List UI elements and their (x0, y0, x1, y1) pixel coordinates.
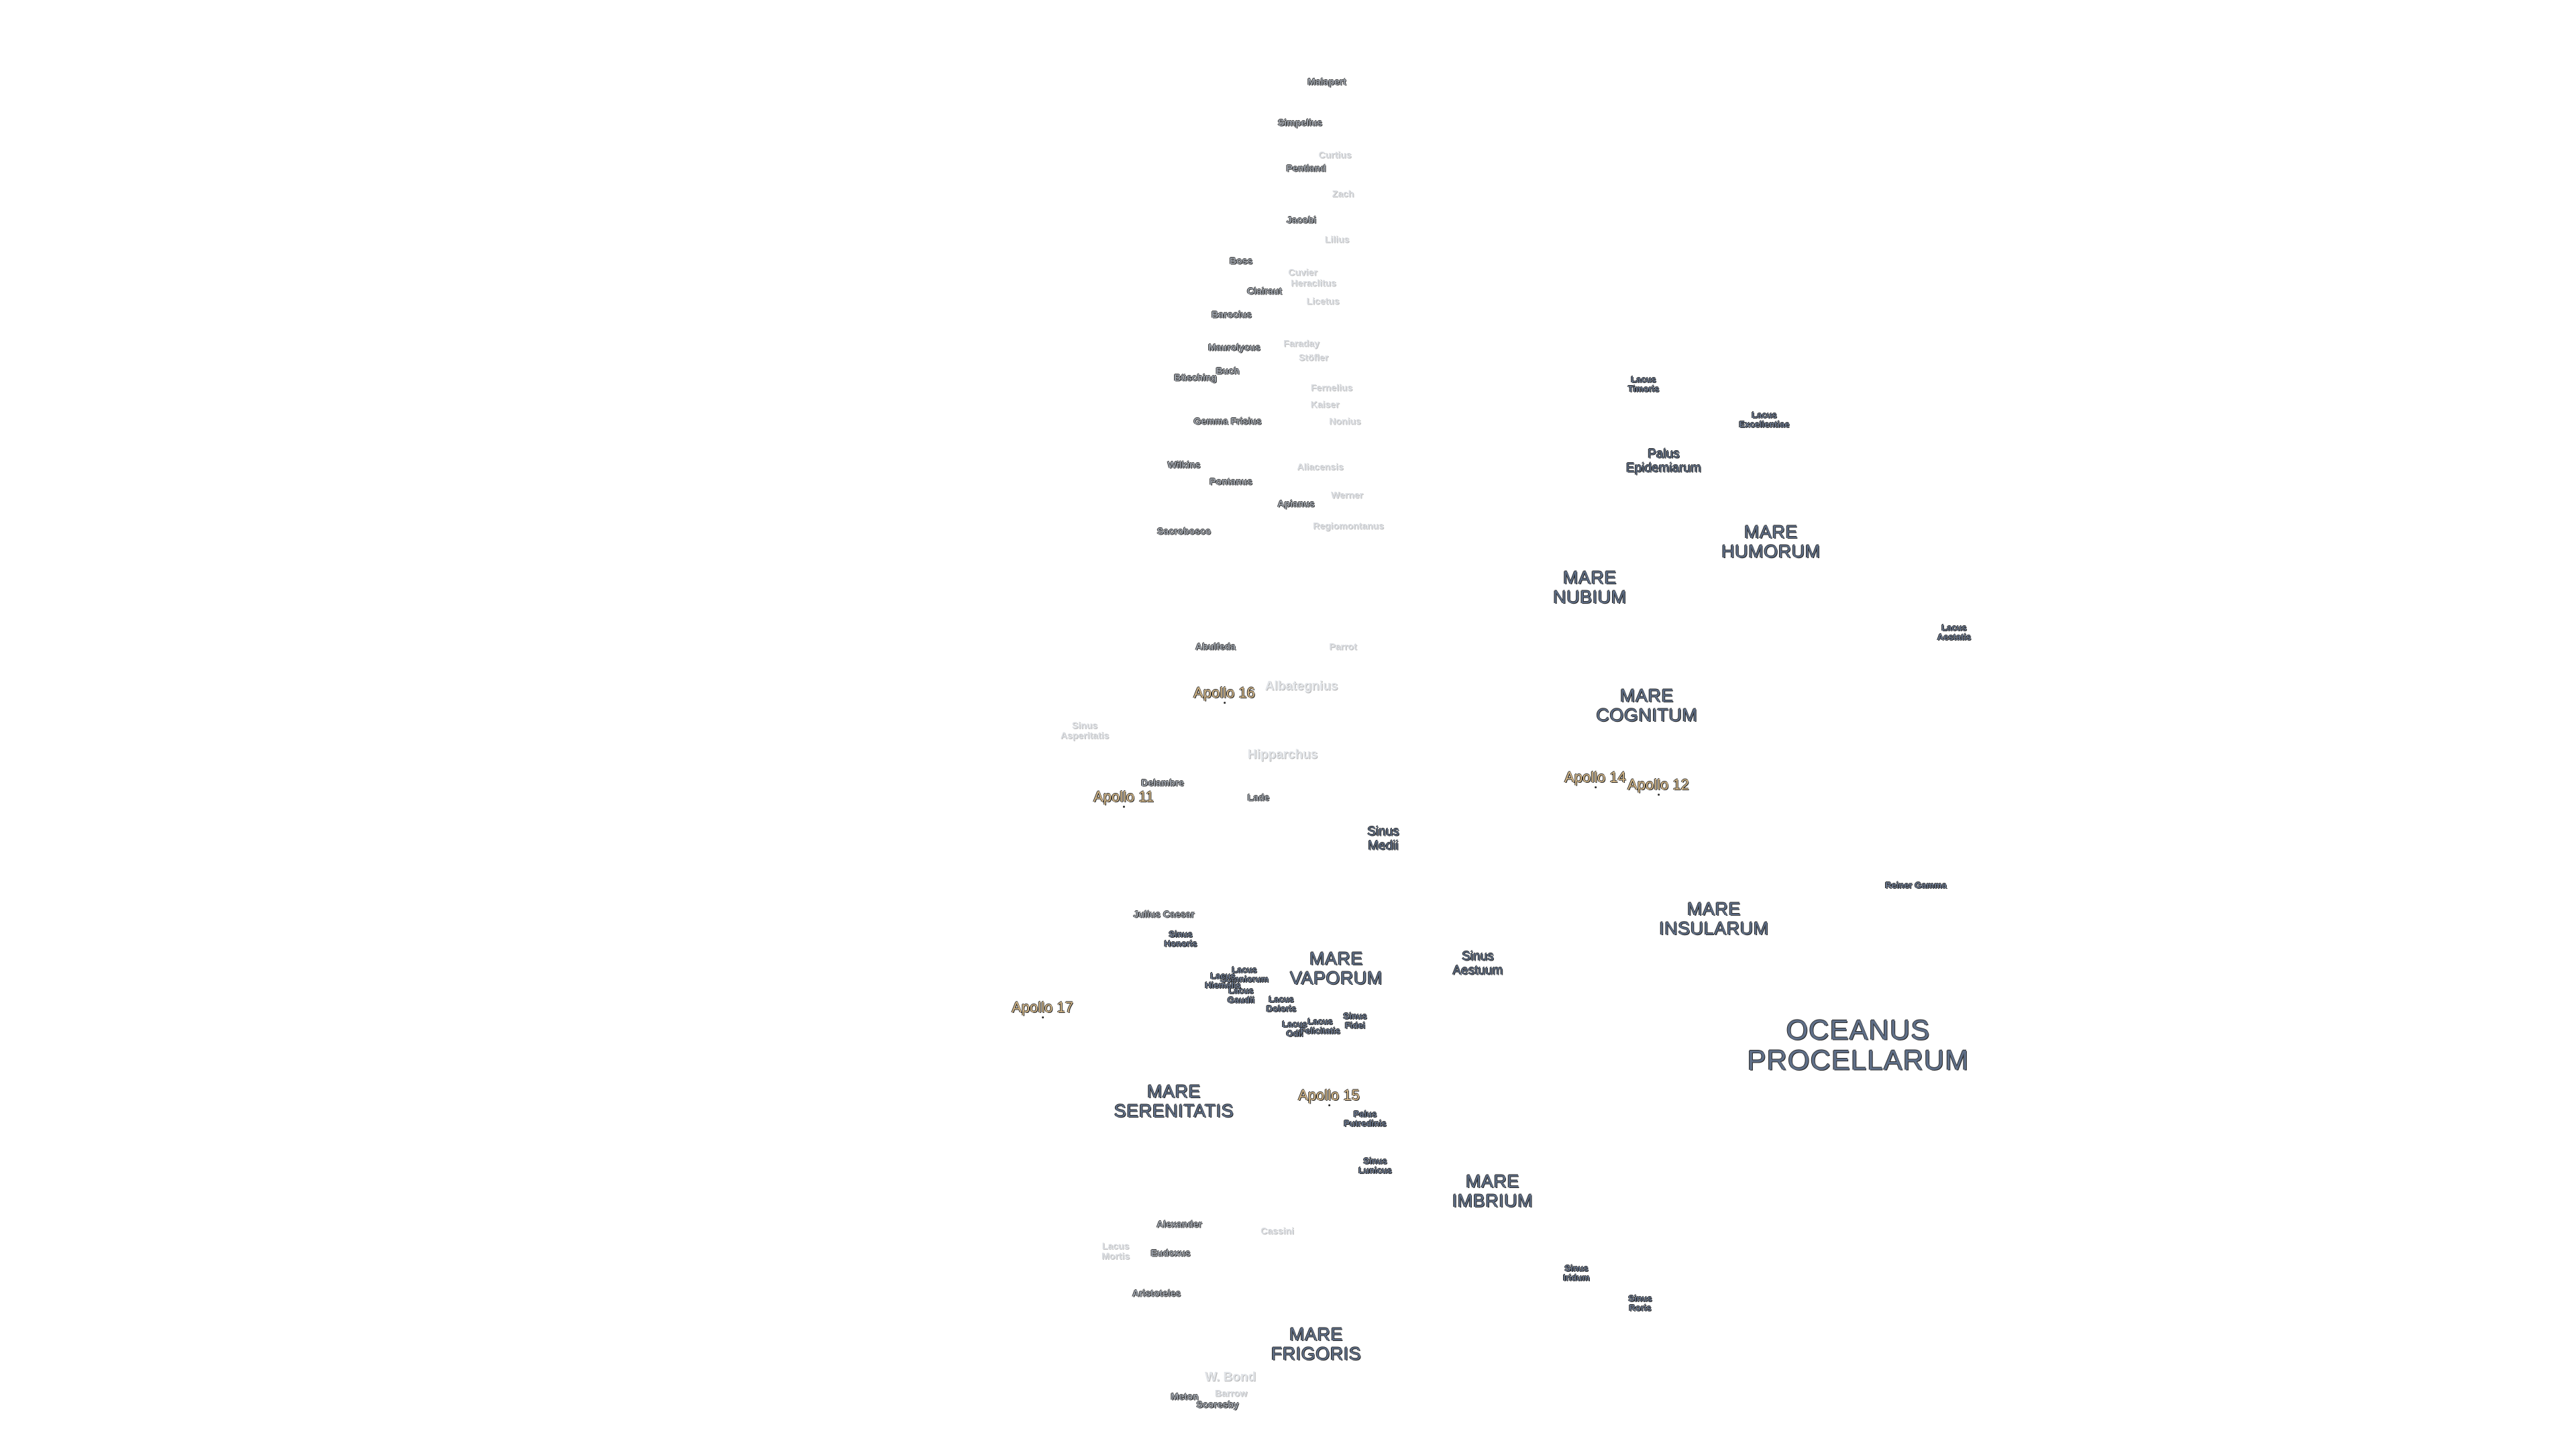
map-label-maurolycus: Maurolycus (1208, 341, 1260, 353)
map-label-mare-vaporum: MARE VAPORUM (1289, 948, 1383, 988)
map-label-jacobi: Jacobi (1286, 214, 1317, 225)
map-label-sinus-lunicus: Sinus Lunicus (1358, 1155, 1392, 1175)
map-label-regiomontanus: Regiomontanus (1313, 520, 1384, 531)
map-label-scoresby: Scoresby (1196, 1399, 1239, 1410)
map-label-kaiser: Kaiser (1310, 398, 1340, 410)
map-label-sinus-iridum: Sinus Iridum (1563, 1263, 1590, 1283)
map-label-lacus-mortis: Lacus Mortis (1102, 1240, 1130, 1261)
map-label-reiner-gamma: Reiner Gamma (1885, 879, 1947, 890)
map-label-eudoxus: Eudoxus (1150, 1247, 1191, 1258)
map-label-hipparchus: Hipparchus (1247, 747, 1318, 762)
map-label-simpelius: Simpelius (1277, 117, 1323, 128)
map-label-cuvier: Cuvier (1288, 266, 1318, 278)
landing-site-marker-icon (1122, 806, 1125, 808)
landing-site-apollo-14: Apollo 14 (1564, 769, 1626, 788)
landing-site-marker-icon (1224, 702, 1226, 704)
map-label-delambre: Delambre (1141, 777, 1184, 788)
landing-site-apollo-15: Apollo 15 (1298, 1087, 1360, 1106)
map-label-buch: Buch (1216, 365, 1240, 376)
map-label-sinus-fidei: Sinus Fidei (1343, 1010, 1367, 1030)
map-label-lacus-doloris: Lacus Doloris (1266, 994, 1297, 1014)
map-label-mare-insularum: MARE INSULARUM (1659, 898, 1769, 938)
map-label-lilius: Lilius (1324, 233, 1350, 245)
map-label-w-bond: W. Bond (1205, 1370, 1256, 1385)
map-label-sinus-honoris: Sinus Honoris (1164, 928, 1197, 949)
map-label-julius-caesar: Julius Caesar (1133, 908, 1195, 920)
map-label-fernelius: Fernelius (1310, 382, 1353, 393)
map-label-apianus: Apianus (1277, 498, 1315, 509)
map-label-meton: Meton (1171, 1391, 1199, 1402)
map-label-sinus-roris: Sinus Roris (1628, 1293, 1652, 1313)
map-label-malapert: Malapert (1307, 76, 1346, 87)
map-label-sinus-asperitatis: Sinus Asperitatis (1060, 719, 1110, 741)
landing-site-marker-icon (1328, 1104, 1330, 1106)
map-label-curtius: Curtius (1318, 149, 1352, 160)
map-label-mare-nubium: MARE NUBIUM (1553, 567, 1627, 607)
map-label-lacus-timoris: Lacus Timoris (1627, 374, 1660, 394)
map-label-gemma-frisius: Gemma Frisius (1193, 415, 1262, 427)
map-label-aliacensis: Aliacensis (1297, 461, 1344, 472)
map-label-sinus-medii: Sinus Medii (1367, 824, 1399, 853)
map-label-albategnius: Albategnius (1265, 679, 1338, 694)
map-label-lacus-odii: Lacus Odii (1282, 1018, 1307, 1038)
landing-site-marker-icon (1595, 786, 1597, 788)
map-label-zach: Zach (1332, 188, 1354, 199)
map-label-clairaut: Clairaut (1246, 285, 1283, 297)
map-label-lacus-aestatis: Lacus Aestatis (1937, 622, 1972, 642)
map-label-lade: Lade (1247, 792, 1270, 803)
map-label-lacus-gaudii: Lacus Gaudii (1227, 985, 1255, 1005)
map-label-busching: Büsching (1174, 372, 1217, 383)
map-label-pentland: Pentland (1286, 162, 1326, 174)
map-label-mare-humorum: MARE HUMORUM (1721, 521, 1821, 561)
map-label-cassini: Cassini (1260, 1225, 1294, 1236)
map-label-sacrobosco: Sacrobosco (1157, 525, 1212, 537)
map-label-abulfeda: Abulfeda (1195, 641, 1236, 652)
map-label-heraclitus: Heraclitus (1291, 277, 1336, 288)
landing-site-apollo-11: Apollo 11 (1093, 789, 1154, 808)
map-label-stofler: Stöfler (1298, 352, 1329, 363)
map-label-mare-frigoris: MARE FRIGORIS (1271, 1324, 1362, 1364)
map-label-faraday: Faraday (1283, 337, 1320, 349)
map-label-lacus-felicitatis: Lacus Felicitatis (1300, 1016, 1340, 1036)
map-label-barocius: Barocius (1212, 309, 1252, 320)
map-label-lacus-excellentiae: Lacus Excellentiae (1739, 409, 1790, 429)
map-label-wilkins: Wilkins (1167, 459, 1201, 470)
map-label-boss: Boss (1229, 255, 1253, 266)
landing-site-marker-icon (1042, 1016, 1044, 1018)
map-label-mare-serenitatis: MARE SERENITATIS (1114, 1081, 1234, 1121)
map-label-palus-putredinis: Palus Putredinis (1344, 1108, 1387, 1128)
map-label-aristoteles: Aristoteles (1132, 1287, 1181, 1299)
landing-site-apollo-17: Apollo 17 (1012, 1000, 1073, 1018)
landing-site-apollo-16: Apollo 16 (1193, 685, 1255, 704)
map-label-alexander: Alexander (1157, 1218, 1202, 1230)
map-label-parrot: Parrot (1329, 641, 1357, 652)
map-label-oceanus-procellarum: OCEANUS PROCELLARUM (1747, 1014, 1970, 1076)
map-label-barrow: Barrow (1214, 1387, 1248, 1399)
map-label-mare-cognitum: MARE COGNITUM (1596, 685, 1698, 725)
map-label-sinus-aestuum: Sinus Aestuum (1452, 949, 1503, 977)
map-label-lacus-hiemalis: Lacus Hiemalis (1205, 970, 1241, 990)
map-label-licetus: Licetus (1306, 295, 1340, 307)
map-label-nonius: Nonius (1329, 415, 1361, 427)
map-label-lacus-somniorum: Lacus Somniorum (1220, 964, 1269, 984)
map-label-palus-epidemiarum: Palus Epidemiarum (1626, 447, 1701, 475)
map-label-mare-imbrium: MARE IMBRIUM (1452, 1171, 1534, 1211)
landing-site-marker-icon (1658, 794, 1660, 796)
map-label-werner: Werner (1331, 489, 1363, 500)
landing-site-apollo-12: Apollo 12 (1627, 777, 1689, 796)
map-label-pontanus: Pontanus (1210, 476, 1252, 487)
